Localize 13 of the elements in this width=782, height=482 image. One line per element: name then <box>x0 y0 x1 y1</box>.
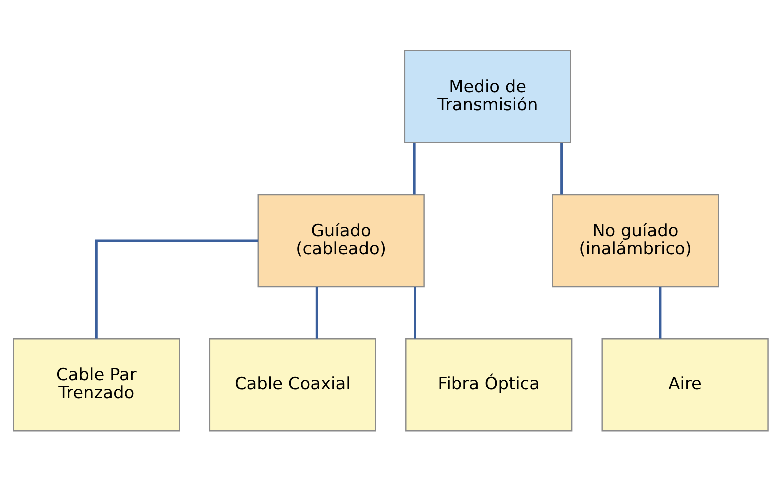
connector <box>560 143 563 195</box>
node-box: No guíado (inalámbrico) <box>552 194 720 288</box>
node-box: Cable Coaxial <box>209 338 376 432</box>
connector <box>316 287 318 339</box>
node-box: Fibra Óptica <box>406 338 573 432</box>
node-box: Guíado (cableado) <box>258 194 425 288</box>
connector <box>413 143 416 195</box>
node-box: Aire <box>602 338 769 432</box>
node-box: Cable Par Trenzado <box>13 338 180 432</box>
node-box: Medio de Transmisión <box>404 50 572 144</box>
connector <box>95 240 258 339</box>
connector <box>414 287 416 339</box>
connector <box>659 287 662 339</box>
